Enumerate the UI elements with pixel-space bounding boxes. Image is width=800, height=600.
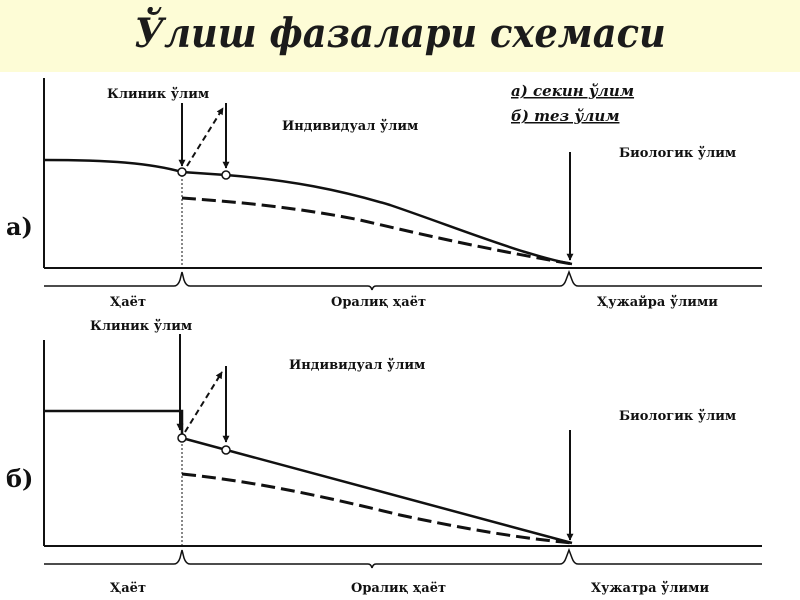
clinical-death-point-a	[177, 167, 187, 177]
legend-fast-death: б) тез ўлим	[511, 107, 619, 125]
page-title: Ўлиш фазалари схемаси	[134, 10, 666, 57]
phase-brace-b	[44, 547, 762, 569]
individual-death-label-a: Индивидуал ўлим	[282, 119, 418, 134]
phase-intermediate-label-b: Оралиқ ҳаёт	[351, 581, 446, 596]
section-label-a: а)	[6, 212, 33, 241]
diagram-a: Клиник ўлим Индивидуал ўлим Биологик ўли…	[6, 78, 762, 310]
individual-death-point-a	[221, 170, 231, 180]
phase-intermediate-label-a: Оралиқ ҳаёт	[331, 295, 426, 310]
legend-slow-death: а) секин ўлим	[511, 82, 634, 100]
recovery-dashed-arrow-b	[184, 371, 223, 433]
clinical-death-point-b	[177, 433, 187, 443]
diagram-panel	[0, 72, 800, 600]
individual-death-label-b: Индивидуал ўлим	[289, 358, 425, 373]
clinical-death-label-a: Клиник ўлим	[107, 87, 209, 102]
phase-cell-death-label-a: Ҳужайра ўлими	[597, 295, 718, 310]
recovery-dashed-arrow-a	[186, 107, 224, 167]
diagram-b: Клиник ўлим Индивидуал ўлим Биологик ўли…	[6, 319, 762, 596]
clinical-death-label-b: Клиник ўлим	[90, 319, 192, 334]
curve-dashed-b	[181, 472, 573, 545]
biological-death-label-a: Биологик ўлим	[619, 146, 736, 161]
biological-death-label-b: Биологик ўлим	[619, 409, 736, 424]
phase-cell-death-label-b: Хужатра ўлими	[591, 581, 709, 596]
curve-dashed-a	[181, 196, 573, 266]
individual-death-point-b	[221, 445, 231, 455]
curve-solid-b	[44, 409, 573, 545]
curve-solid-a	[43, 158, 573, 266]
phase-life-label-a: Ҳаёт	[110, 295, 146, 310]
phase-brace-a	[44, 269, 762, 291]
section-label-b: б)	[6, 464, 33, 493]
phase-life-label-b: Ҳаёт	[110, 581, 146, 596]
